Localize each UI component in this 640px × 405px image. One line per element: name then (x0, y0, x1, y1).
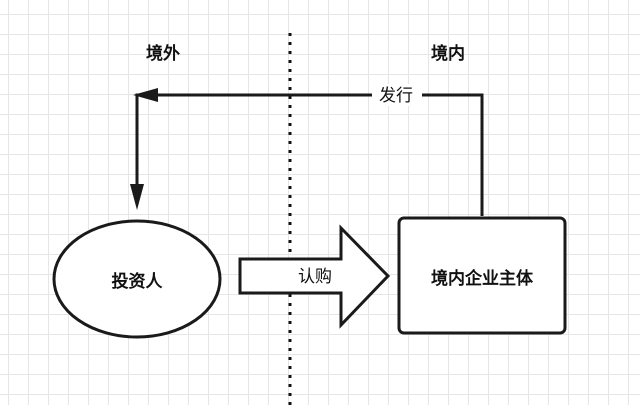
domestic-entity-node (397, 216, 567, 335)
investor-node (52, 219, 222, 339)
issue-label: 发行 (379, 86, 413, 106)
domestic-entity-label: 境内企业主体 (431, 268, 534, 289)
subscribe-label: 认购 (298, 267, 332, 287)
subscribe-arrow (238, 224, 391, 329)
issue-arrowhead-down (130, 184, 144, 210)
issue-connector (135, 93, 484, 216)
region-label-overseas: 境外 (146, 43, 180, 64)
issue-arrowhead-left (133, 88, 158, 102)
investor-label: 投资人 (112, 271, 164, 292)
region-label-domestic: 境内 (431, 43, 465, 64)
issue-label-bg (372, 84, 422, 106)
